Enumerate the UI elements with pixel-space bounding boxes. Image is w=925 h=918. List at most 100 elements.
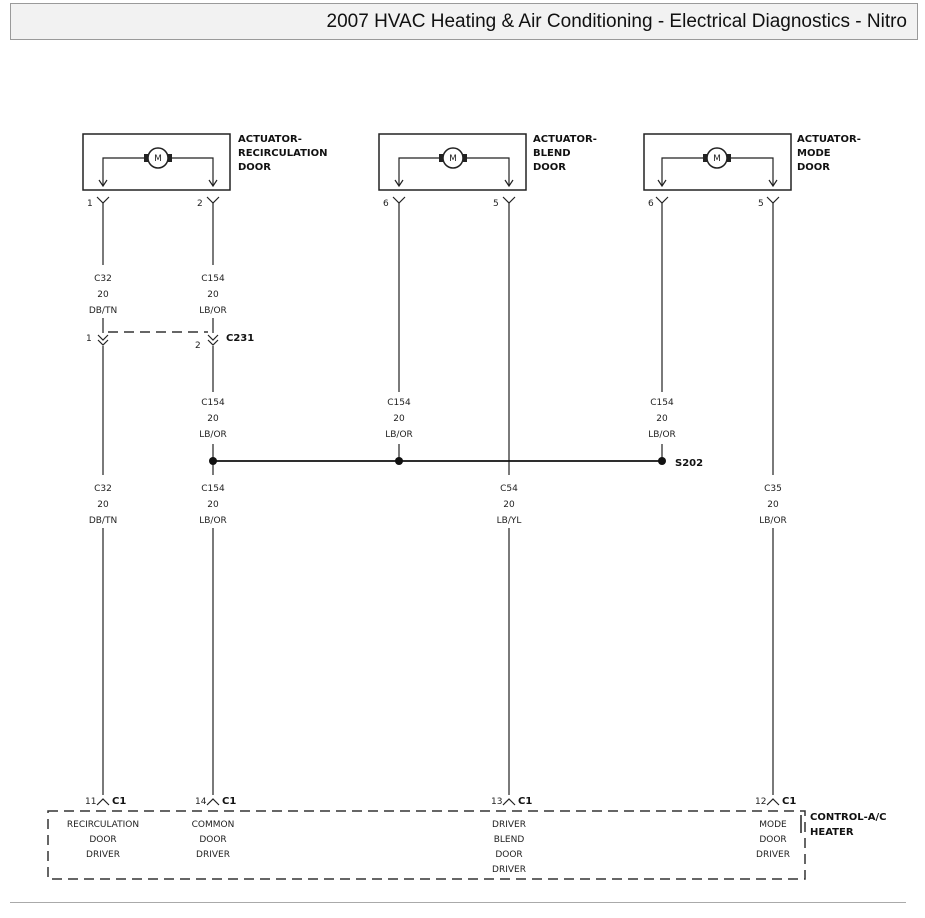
wire-label-line: 20 (97, 500, 109, 510)
wire-label-line: 20 (767, 500, 779, 510)
module-pin-desc-common: COMMON DOOR DRIVER (192, 820, 235, 860)
blend-pin-left: 6 (383, 199, 389, 209)
wire-label-line: C154 (201, 398, 225, 408)
mode-motor-label: M (713, 154, 721, 164)
motor-icon (147, 147, 169, 169)
recirc-motor-brush-right (168, 154, 172, 162)
motor-icon (442, 147, 464, 169)
blend-pin-right: 5 (493, 199, 499, 209)
actuator-mode-door: M ACTUATOR- MODE DOOR 6 5 (643, 133, 861, 209)
mode-arrow-right (768, 179, 778, 188)
wire-label-c54: C54 20 LB/YL (497, 484, 522, 526)
c231-pin1-lower (97, 339, 109, 346)
wire-label-line: C154 (387, 398, 411, 408)
wire-label-line: C54 (500, 484, 518, 494)
pin-desc-line: DOOR (199, 835, 226, 845)
c1-pin-number: 14 (195, 797, 207, 807)
actuator-mode-box (643, 133, 792, 191)
wire-label-line: 20 (656, 414, 668, 424)
c231-pin1-upper (97, 334, 109, 341)
pin-desc-line: DRIVER (492, 865, 526, 875)
mode-internal-right (730, 157, 774, 185)
c1-label: C1 (112, 796, 126, 807)
pin-desc-line: COMMON (192, 820, 235, 830)
c231-label: C231 (226, 333, 254, 344)
connector-c231: 1 2 C231 (86, 331, 254, 351)
c1-label: C1 (222, 796, 236, 807)
pin-desc-line: DOOR (89, 835, 116, 845)
wire-label-line: LB/OR (648, 430, 676, 440)
wire-label-line: C154 (201, 274, 225, 284)
blend-internal-right (466, 157, 510, 185)
recirc-motor-label: M (154, 154, 162, 164)
recirc-motor-brush-left (144, 154, 148, 162)
wire-label-c32-lower: C32 20 DB/TN (89, 484, 117, 526)
module-pin-desc-recirc: RECIRCULATION DOOR DRIVER (67, 820, 139, 860)
mode-connector-right (766, 196, 780, 204)
splice-s202: S202 (209, 457, 703, 469)
recirc-label-line1: ACTUATOR- (238, 134, 302, 145)
wire-label-line: C154 (201, 484, 225, 494)
pin-desc-line: DRIVER (196, 850, 230, 860)
title-bar: 2007 HVAC Heating & Air Conditioning - E… (10, 3, 918, 40)
recirc-pin-right: 2 (197, 199, 203, 209)
blend-motor-brush-right (463, 154, 467, 162)
wire-label-line: 20 (393, 414, 405, 424)
mode-label-line1: ACTUATOR- (797, 134, 861, 145)
wire-label-c35: C35 20 LB/OR (759, 484, 787, 526)
pin-desc-line: MODE (759, 820, 787, 830)
blend-connector-right (502, 196, 516, 204)
module-label-line1: CONTROL-A/C (810, 812, 886, 823)
recirc-internal-left (102, 157, 145, 185)
wire-label-line: C154 (650, 398, 674, 408)
splice-node (395, 457, 403, 465)
wire-label-line: C32 (94, 274, 112, 284)
c1-pin-connector (766, 798, 780, 806)
c1-pin-connector (96, 798, 110, 806)
module-pin-desc-blend: DRIVER BLEND DOOR DRIVER (492, 820, 526, 875)
mode-label-line2: MODE (797, 148, 831, 159)
wire-label-line: LB/OR (199, 430, 227, 440)
pin-desc-line: DRIVER (86, 850, 120, 860)
pin-desc-line: DRIVER (756, 850, 790, 860)
blend-internal-left (398, 157, 440, 185)
wire-label-line: 20 (207, 290, 219, 300)
wire-label-line: DB/TN (89, 516, 117, 526)
wire-label-line: 20 (207, 500, 219, 510)
c231-pin-right: 2 (195, 341, 201, 351)
c1-pin-connector (502, 798, 516, 806)
recirc-label-line3: DOOR (238, 162, 271, 173)
mode-arrow-left (657, 179, 667, 188)
pin-desc-line: DOOR (495, 850, 522, 860)
wire-label-c154-lower: C154 20 LB/OR (199, 484, 227, 526)
splice-node (658, 457, 666, 465)
wire-label-c32-upper: C32 20 DB/TN (89, 274, 117, 316)
wire-label-line: 20 (207, 414, 219, 424)
recirc-label-line2: RECIRCULATION (238, 148, 328, 159)
pin-desc-line: RECIRCULATION (67, 820, 139, 830)
recirc-connector-right (206, 196, 220, 204)
wire-label-c154-upper: C154 20 LB/OR (199, 274, 227, 316)
blend-label-line2: BLEND (533, 148, 571, 159)
mode-motor-brush-right (727, 154, 731, 162)
actuator-recirc-box (82, 133, 231, 191)
wire-label-line: LB/OR (385, 430, 413, 440)
motor-icon (706, 147, 728, 169)
wire-label-line: LB/OR (199, 306, 227, 316)
c231-pin2-upper (207, 334, 219, 341)
control-module-outline (47, 810, 806, 880)
c231-pin-left: 1 (86, 334, 92, 344)
wire-label-line: C32 (94, 484, 112, 494)
actuator-blend-door: M ACTUATOR- BLEND DOOR 6 5 (378, 133, 597, 209)
c1-label: C1 (782, 796, 796, 807)
s202-label: S202 (675, 458, 703, 469)
wire-label-line: DB/TN (89, 306, 117, 316)
recirc-internal-right (171, 157, 214, 185)
wire-label-c154-mid1: C154 20 LB/OR (199, 398, 227, 440)
module-label-line2: HEATER (810, 827, 854, 838)
c1-pin-number: 12 (755, 797, 766, 807)
splice-node (209, 457, 217, 465)
actuator-blend-box (378, 133, 527, 191)
mode-motor-brush-left (703, 154, 707, 162)
